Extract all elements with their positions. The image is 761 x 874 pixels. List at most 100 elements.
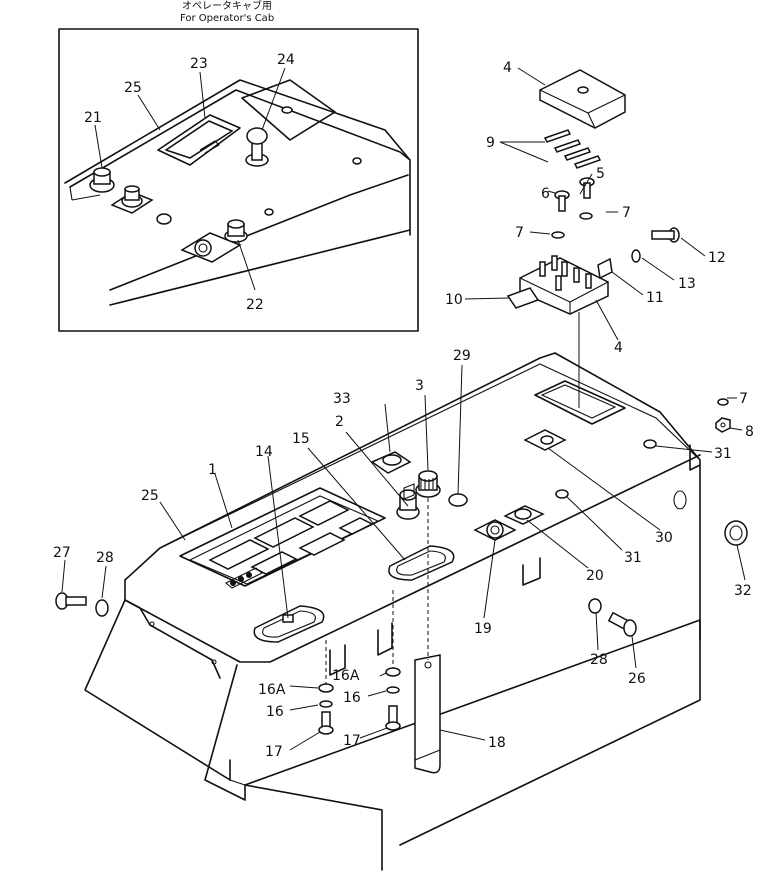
label-25-inset: 25 [124,80,142,96]
label-24: 24 [277,52,295,68]
label-3: 3 [415,378,424,394]
label-8: 8 [745,424,754,440]
key-switch-2 [396,483,420,520]
label-16-right: 16 [343,690,361,706]
inset-panel-outline [64,79,411,236]
label-4-block: 4 [614,340,623,356]
label-17-left: 17 [265,744,283,760]
cover-plate-30 [523,429,567,451]
console-lower-body [204,664,383,871]
screw-17-right [385,705,401,731]
label-14: 14 [255,444,273,460]
washer-13 [631,249,641,263]
fuse-box-cover-4 [539,69,626,129]
label-26: 26 [628,671,646,687]
screw-12 [651,227,680,243]
plug-29 [448,493,468,507]
gauge-1 [208,539,270,570]
cap-31b [643,439,657,449]
label-7-left: 7 [515,225,524,241]
label-1: 1 [208,462,217,478]
label-6: 6 [541,186,550,202]
washer-16-right [386,686,400,694]
leader-lines [61,67,746,751]
fuses-9 [543,129,602,169]
label-19: 19 [474,621,492,637]
washer-16-left [319,700,333,708]
label-31-right: 31 [714,446,732,462]
inset-switch-21a [89,167,115,193]
meter-panel [179,487,386,589]
label-16A-left: 16A [258,682,286,698]
grommet-32 [724,520,748,546]
console-left-side [84,599,231,781]
switch-bezel-15 [388,545,455,581]
washer-7c [717,398,729,406]
label-13: 13 [678,276,696,292]
washer-7b [579,212,593,220]
bolt-26 [607,611,637,637]
inset-switch-21b [110,185,154,214]
label-29: 29 [453,348,471,364]
bolt-27 [55,592,87,610]
inset-button-a [156,213,172,225]
label-5: 5 [596,166,605,182]
label-17-right: 17 [343,733,361,749]
label-33: 33 [333,391,351,407]
fuse-block-4 [519,255,609,315]
inset-switch-22 [224,219,248,243]
label-15: 15 [292,431,310,447]
washer-28b [588,598,602,614]
console-front-edge [124,454,701,663]
label-28-right: 28 [590,652,608,668]
main-console [84,352,701,871]
label-31-center: 31 [624,550,642,566]
socket-19 [473,519,517,541]
washer-16A-right [385,667,401,677]
label-16A-right: 16A [332,668,360,684]
indicator-box [298,532,346,556]
cover-33 [370,451,412,474]
part-labels: 25 23 24 21 22 4 9 6 5 7 7 12 13 11 10 4… [53,52,754,760]
label-2: 2 [335,414,344,430]
warning-display [250,551,298,575]
label-10: 10 [445,292,463,308]
label-20: 20 [586,568,604,584]
washer-7a [551,231,565,239]
inset-button-b [352,157,362,165]
inset-cab-variant [58,28,419,332]
label-30: 30 [655,530,673,546]
inset-meter-bezel [157,114,241,166]
label-25-main: 25 [141,488,159,504]
switch-20 [503,505,545,525]
bracket-11 [597,257,613,280]
header-english: For Operator's Cab [180,13,274,24]
washer-16A-left [318,683,334,693]
switch-bezel-14 [253,605,325,643]
label-16-left: 16 [266,704,284,720]
label-23: 23 [190,56,208,72]
switch-3 [415,470,441,498]
label-4-cover: 4 [503,60,512,76]
inset-cover-plate [241,79,336,141]
label-28-left: 28 [96,550,114,566]
label-22: 22 [246,297,264,313]
gauge-3 [298,500,350,526]
label-18: 18 [488,735,506,751]
label-21: 21 [84,110,102,126]
inset-knob-24 [245,127,269,167]
screw-6 [554,190,570,212]
inset-panel-front-edge [109,229,411,306]
label-7-right: 7 [622,205,631,221]
label-7-far: 7 [739,391,748,407]
bracket-10 [506,287,540,309]
inset-frame [58,28,419,332]
label-11: 11 [646,290,664,306]
label-9: 9 [486,135,495,151]
cap-31a [555,489,569,499]
label-12: 12 [708,250,726,266]
gauge-2 [253,517,315,548]
fuse-box-recess [534,380,626,425]
